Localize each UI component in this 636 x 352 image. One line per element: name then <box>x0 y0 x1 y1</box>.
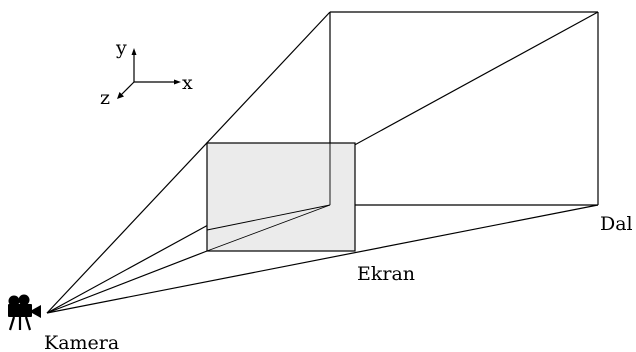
frustum-edge-through-screen <box>206 204 331 231</box>
movie-camera-icon <box>8 294 41 331</box>
axis-gizmo: y x z <box>100 37 193 109</box>
far-plane-label: Dal <box>600 213 633 235</box>
screen-plane <box>206 142 356 252</box>
x-axis-arrow-icon <box>174 79 181 85</box>
y-axis-label: y <box>115 37 127 59</box>
frustum-edge-top-left <box>46 11 331 314</box>
screen-label: Ekran <box>357 263 415 285</box>
frustum-edge-bottom-left-inner <box>206 204 331 252</box>
far-plane <box>329 11 599 206</box>
frustum-edge-bottom-right <box>46 204 599 314</box>
z-axis-label: z <box>100 87 110 109</box>
hidden-edges <box>206 143 331 252</box>
z-axis-line <box>119 81 135 97</box>
frustum-edge-bottom-left <box>46 250 208 314</box>
z-axis-arrow-icon <box>117 92 124 99</box>
x-axis-label: x <box>182 72 193 94</box>
y-axis-arrow-icon <box>131 48 137 55</box>
camera-label: Kamera <box>44 332 119 352</box>
